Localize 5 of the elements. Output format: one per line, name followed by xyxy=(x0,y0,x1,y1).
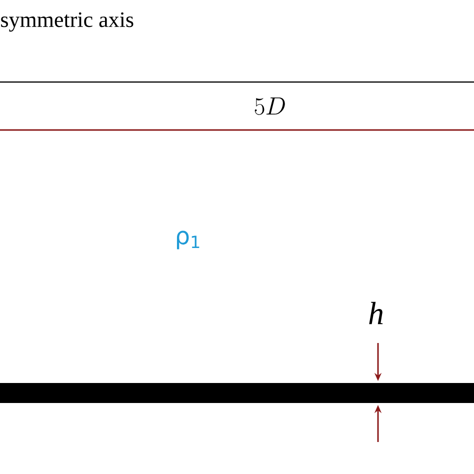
dimension-label: $5D$ xyxy=(254,98,285,115)
region-label: ρ$_{1}$ xyxy=(176,230,200,250)
axis-label: symmetric axis xyxy=(1,12,134,32)
wall-bar xyxy=(0,383,474,403)
dimension-label: h xyxy=(369,302,383,324)
